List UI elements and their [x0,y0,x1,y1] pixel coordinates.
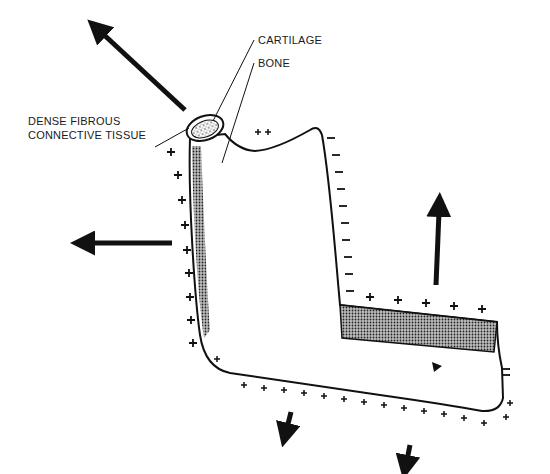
foramen-mark [432,362,442,372]
part-label: BONE [258,56,318,70]
posterior-stipple [192,146,210,338]
alveolar-band [340,305,497,352]
growth-arrows [90,33,439,460]
label-holder: DENSE FIBROUS CONNECTIVE TISSUE [28,114,154,142]
label-holder: BONE [258,56,318,70]
cartilage-cap [189,117,221,142]
part-label: CARTILAGE [258,33,348,47]
part-label: DENSE FIBROUS CONNECTIVE TISSUE [28,114,154,142]
fibrous-layer [183,110,227,146]
resorption-signs [327,138,510,375]
deposition-signs [167,129,513,426]
leader-lines [155,40,254,163]
mandible-outline [190,128,503,411]
label-holder: CARTILAGE [258,33,348,47]
